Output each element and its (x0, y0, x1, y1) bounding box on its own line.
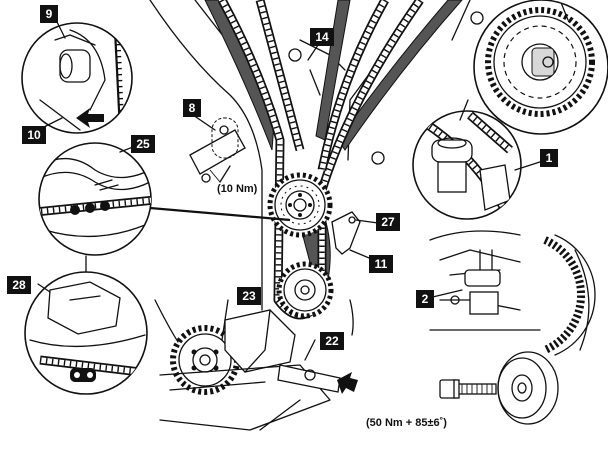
inset-tensioner-detail (21, 22, 133, 134)
svg-text:2: 2 (422, 292, 429, 306)
inset-camshaft-sprocket (473, 0, 608, 135)
svg-text:1: 1 (546, 151, 553, 165)
chain-tensioner-8 (189, 117, 246, 183)
svg-text:8: 8 (189, 101, 196, 115)
flywheel-ring-gear (543, 234, 596, 356)
crankcase-lower-right (429, 230, 541, 331)
inset-tensioner-plunger (412, 110, 522, 220)
callout-9: 9 (40, 5, 58, 23)
svg-text:25: 25 (136, 137, 150, 151)
chain-tensioner-lever (331, 211, 361, 255)
crankshaft-sprocket (276, 261, 334, 319)
svg-text:11: 11 (375, 257, 388, 271)
callout-8: 8 (183, 99, 201, 117)
inset-chain-link-detail (38, 142, 152, 256)
intermediate-sprocket (267, 172, 333, 238)
callout-2: 2 (416, 290, 434, 308)
svg-text:28: 28 (12, 278, 26, 292)
tool-22 (277, 364, 358, 394)
callout-25: 25 (131, 135, 155, 153)
callout-14: 14 (310, 28, 334, 46)
arrow-icon (76, 108, 104, 128)
vibration-damper-pulley (497, 351, 559, 425)
callout-1: 1 (540, 149, 558, 167)
inset-crank-detail (24, 271, 148, 395)
callout-11: 11 (369, 255, 393, 273)
torque-spec-tensioner: (10 Nm) (217, 183, 258, 195)
callout-22: 22 (320, 332, 344, 350)
crankshaft-bolt (439, 379, 497, 399)
svg-text:27: 27 (381, 215, 395, 229)
torque-spec-crank-bolt: (50 Nm + 85±6˚) (366, 417, 447, 429)
svg-text:14: 14 (315, 30, 329, 44)
callout-27: 27 (376, 213, 400, 231)
svg-text:9: 9 (46, 7, 53, 21)
svg-text:10: 10 (27, 128, 41, 142)
callout-28: 28 (7, 276, 31, 294)
callout-10: 10 (22, 126, 46, 144)
svg-text:23: 23 (242, 289, 256, 303)
svg-text:22: 22 (325, 334, 339, 348)
callout-23: 23 (237, 287, 261, 305)
housing-block (159, 309, 331, 431)
